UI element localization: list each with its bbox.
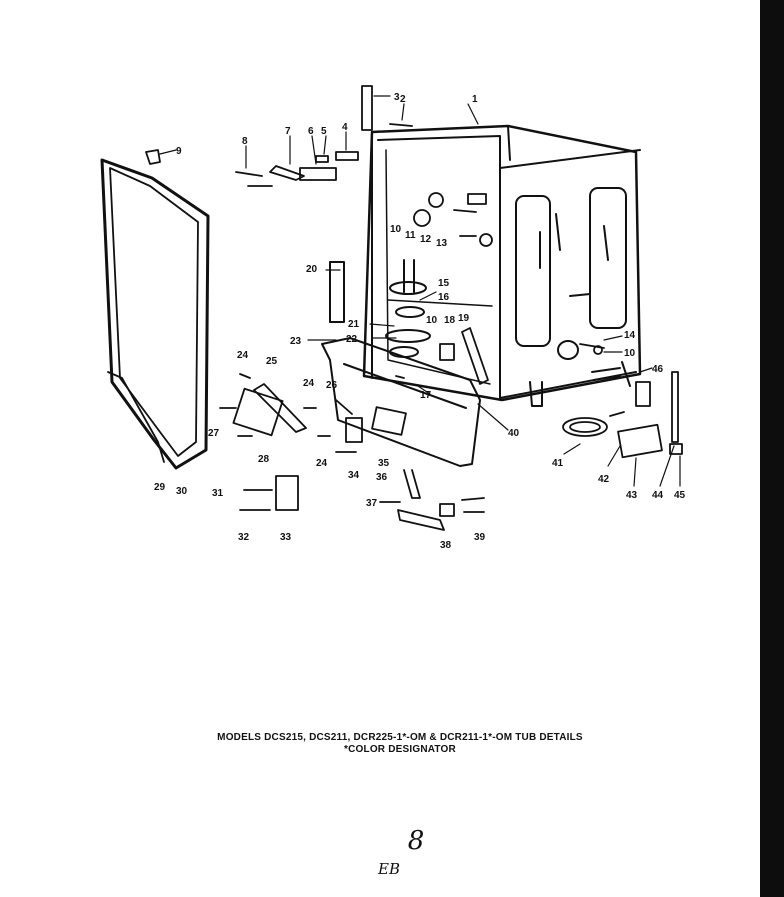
callout-33: 33 — [280, 532, 292, 543]
callout-19: 19 — [458, 313, 470, 324]
callout-34: 34 — [348, 470, 360, 481]
callout-40: 40 — [508, 428, 520, 439]
callout-20: 20 — [306, 264, 318, 275]
callout-28: 28 — [258, 454, 270, 465]
tub-body — [362, 124, 642, 407]
callout-3: 3 — [394, 92, 400, 103]
callout-numbers: 1 2 3 4 5 6 7 8 9 10 10 10 11 12 13 14 1… — [154, 92, 686, 551]
handwritten-page-number: 8 — [407, 826, 425, 856]
callout-31: 31 — [212, 488, 224, 499]
callout-44: 44 — [652, 490, 664, 501]
callout-2: 2 — [400, 94, 406, 105]
spray-arm-assembly — [385, 259, 431, 358]
callout-9: 9 — [176, 146, 182, 157]
callout-24-c: 24 — [316, 458, 328, 469]
callout-15: 15 — [438, 278, 450, 289]
callout-17: 17 — [420, 390, 432, 401]
callout-4: 4 — [342, 122, 348, 133]
callout-16: 16 — [438, 292, 450, 303]
callout-5: 5 — [321, 126, 327, 137]
callout-29: 29 — [154, 482, 166, 493]
callout-36: 36 — [376, 472, 388, 483]
caption-models-line: MODELS DCS215, DCS211, DCR225-1*-OM & DC… — [217, 732, 583, 743]
callout-46: 46 — [652, 364, 664, 375]
hardware-parts — [107, 85, 683, 531]
hinge-bracket — [329, 261, 345, 323]
callout-21: 21 — [348, 319, 360, 330]
scan-edge-shadow — [760, 0, 784, 897]
callout-7: 7 — [285, 126, 291, 137]
callout-27: 27 — [208, 428, 220, 439]
callout-10-b: 10 — [624, 348, 636, 359]
callout-12: 12 — [420, 234, 432, 245]
callout-30: 30 — [176, 486, 188, 497]
callout-41: 41 — [552, 458, 564, 469]
callout-14: 14 — [624, 330, 636, 341]
callout-10-a: 10 — [426, 315, 438, 326]
callout-18: 18 — [444, 315, 456, 326]
callout-39: 39 — [474, 532, 486, 543]
callout-23: 23 — [290, 336, 302, 347]
callout-11: 11 — [405, 230, 416, 241]
callout-42: 42 — [598, 474, 610, 485]
caption-color-designator: *COLOR DESIGNATOR — [344, 744, 456, 755]
callout-6: 6 — [308, 126, 314, 137]
callout-35: 35 — [378, 458, 390, 469]
callout-13: 13 — [436, 238, 448, 249]
callout-37: 37 — [366, 498, 378, 509]
leader-lines — [159, 95, 681, 487]
callout-38: 38 — [440, 540, 452, 551]
callout-25: 25 — [266, 356, 278, 367]
callout-8: 8 — [242, 136, 248, 147]
callout-10-c: 10 — [390, 224, 402, 235]
callout-24-a: 24 — [237, 350, 249, 361]
handwritten-initials: EB — [378, 860, 400, 878]
door-gasket — [100, 158, 210, 470]
diagram-caption: MODELS DCS215, DCS211, DCR225-1*-OM & DC… — [140, 732, 660, 756]
callout-43: 43 — [626, 490, 638, 501]
callout-26: 26 — [326, 380, 338, 391]
callout-24-b: 24 — [303, 378, 315, 389]
callout-45: 45 — [674, 490, 686, 501]
callout-1: 1 — [472, 94, 478, 105]
callout-22: 22 — [346, 334, 358, 345]
callout-32: 32 — [238, 532, 250, 543]
